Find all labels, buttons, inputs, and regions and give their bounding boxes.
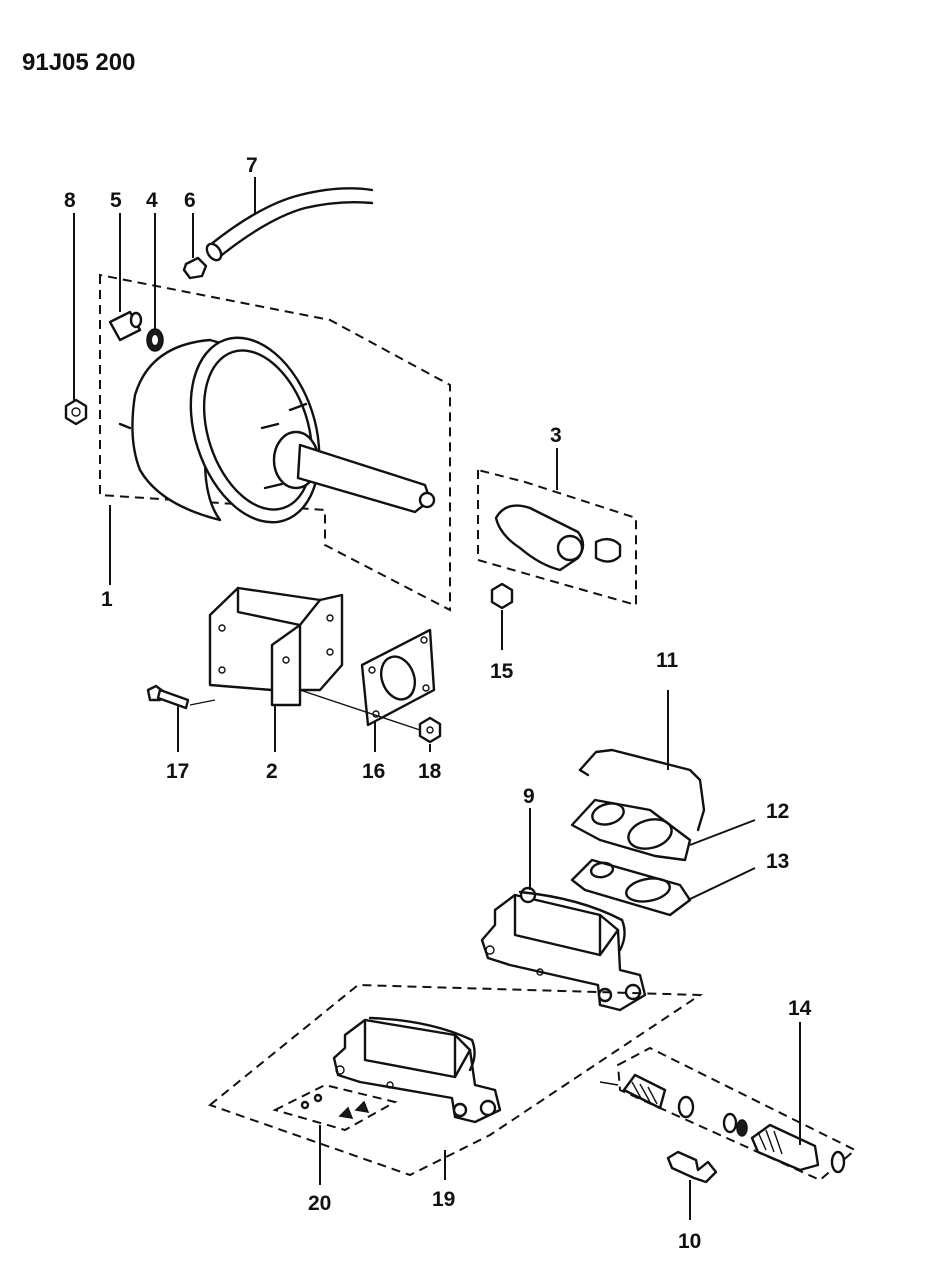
part-15-nut (490, 582, 514, 610)
drawing-number: 91J05 200 (22, 49, 135, 76)
part-12-cover (570, 798, 692, 862)
part-3-boundary (477, 468, 637, 607)
callout-7: 7 (246, 154, 258, 177)
callout-10: 10 (678, 1230, 701, 1253)
callout-16: 16 (362, 760, 385, 783)
centerline-18 (299, 689, 421, 731)
centerline-17 (189, 699, 216, 706)
callout-13: 13 (766, 850, 789, 873)
part-8-nut (64, 398, 88, 426)
part-5-check-valve (108, 310, 143, 342)
part-16-gasket (360, 628, 436, 727)
part-19-boundary (207, 983, 704, 1177)
part-18-nut (418, 716, 442, 744)
part-11-bail (578, 748, 706, 832)
leader-12 (689, 819, 756, 846)
centerline-14 (599, 1081, 619, 1086)
part-14-piston-kit (622, 1073, 846, 1174)
callout-2: 2 (266, 760, 278, 783)
part-1-brake-booster (118, 336, 436, 524)
callout-15: 15 (490, 660, 514, 683)
callout-20: 20 (308, 1192, 331, 1215)
callout-3: 3 (550, 424, 562, 447)
part-4-grommet (146, 328, 164, 352)
leader-13 (687, 867, 756, 901)
callout-11: 11 (656, 649, 679, 672)
part-7-vacuum-hose (205, 187, 374, 262)
part-1-boundary (99, 273, 451, 612)
callout-6: 6 (184, 189, 196, 212)
callout-12: 12 (766, 800, 789, 823)
part-17-bolt (146, 684, 190, 710)
part-10-bleeder (666, 1150, 718, 1184)
part-9-master-cylinder (480, 886, 647, 1012)
callout-5: 5 (110, 189, 122, 212)
callout-18: 18 (418, 760, 442, 783)
part-3-clevis (494, 504, 622, 572)
callout-4: 4 (146, 189, 158, 212)
callout-19: 19 (432, 1188, 455, 1211)
part-6-fitting (182, 256, 208, 280)
part-20-boundary (272, 1083, 398, 1132)
callout-17: 17 (166, 760, 189, 783)
callout-9: 9 (523, 785, 535, 808)
callout-1: 1 (101, 588, 113, 611)
part-20-seal-kit (300, 1093, 370, 1119)
part-14-boundary (616, 1046, 857, 1182)
part-19-master-cylinder-assembly (332, 1016, 502, 1124)
callout-14: 14 (788, 997, 812, 1020)
part-2-bracket (208, 586, 344, 707)
callout-8: 8 (64, 189, 76, 212)
